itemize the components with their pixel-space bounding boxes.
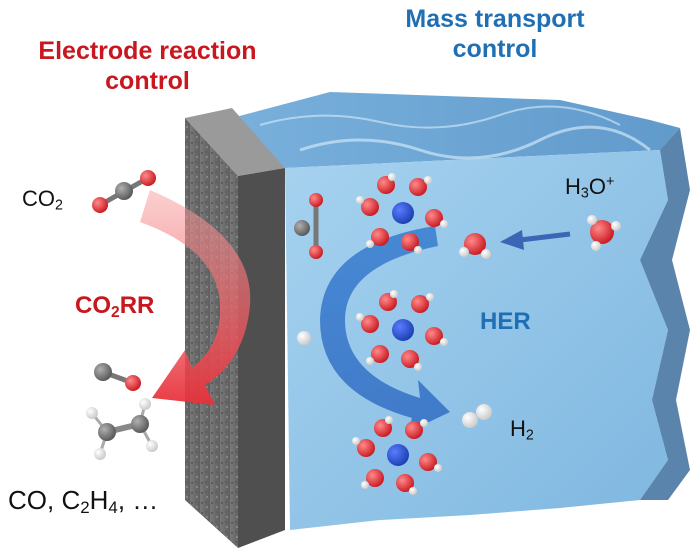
h3o-arrow — [500, 230, 571, 250]
electrode-side — [238, 168, 285, 548]
co2-molecule-icon — [92, 170, 156, 213]
water-right-edge — [640, 128, 690, 500]
h2-molecule-icon — [462, 404, 492, 428]
hydrated-cation-icon — [356, 290, 448, 371]
mass-title-line2: control — [452, 35, 538, 63]
mass-title-line1: Mass transport — [405, 5, 585, 33]
hydrated-cation-icon — [352, 416, 442, 495]
mass-transport-control-title: Mass transport control — [380, 4, 610, 64]
electrolyte-block — [232, 92, 690, 530]
co2-label: CO2 — [22, 186, 63, 214]
electrode-top — [185, 108, 285, 176]
co2rr-label: CO2RR — [75, 292, 155, 321]
water-molecule-icon — [459, 233, 491, 259]
hydrated-cation-icon — [356, 173, 448, 254]
adsorbed-hydrogen-icon — [297, 331, 311, 345]
her-label: HER — [480, 308, 531, 335]
electrode-title-line1: Electrode reaction — [38, 37, 257, 65]
hydronium-icon — [587, 215, 621, 251]
her-arc-arrow — [320, 226, 450, 432]
co-molecule-icon — [94, 363, 141, 391]
adsorbed-co2-icon — [294, 193, 323, 259]
electrode — [185, 108, 285, 548]
electrode-reaction-control-title: Electrode reaction control — [25, 36, 270, 96]
co2rr-arc-arrow — [140, 190, 251, 405]
water-ripples-2 — [259, 105, 621, 129]
water-top-face — [232, 92, 680, 168]
products-label: CO, C2H4, … — [8, 485, 159, 518]
ethylene-molecule-icon — [86, 398, 158, 460]
h3o-label: H3O+ — [565, 174, 615, 202]
h2-label: H2 — [510, 416, 534, 444]
water-ripples — [299, 125, 651, 160]
electrode-title-line2: control — [105, 67, 190, 95]
